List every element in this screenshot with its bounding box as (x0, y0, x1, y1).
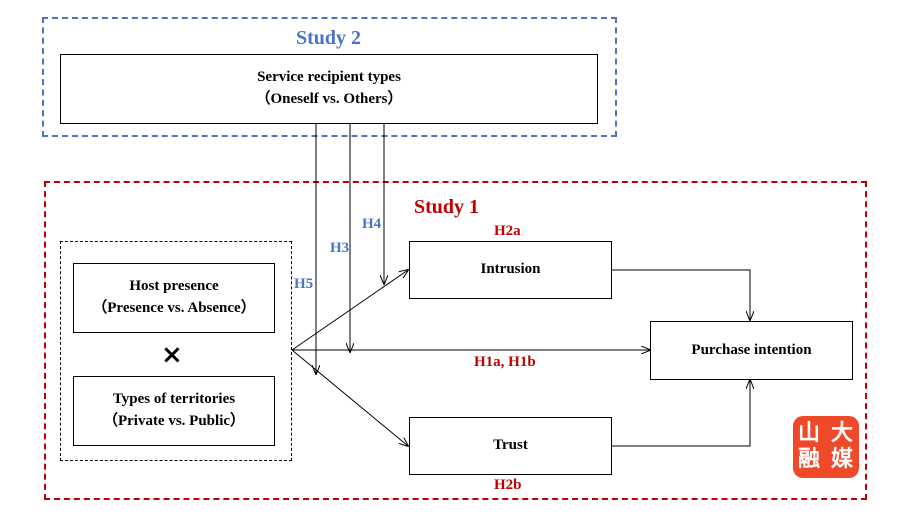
h2a-label: H2a (494, 223, 521, 239)
territories-levels: （Private vs. Public） (102, 413, 246, 429)
logo-char: 大 (830, 421, 854, 446)
h3-label: H3 (330, 240, 350, 256)
logo-char: 山 (797, 421, 821, 446)
arrow-trust-to-purchase (612, 380, 750, 447)
territories-box: Types of territories （Private vs. Public… (73, 376, 275, 446)
host-presence-box: Host presence （Presence vs. Absence） (73, 263, 275, 333)
logo-char: 媒 (830, 447, 854, 472)
h5-label: H5 (294, 276, 314, 292)
service-recipient-types-label: Service recipient types (257, 69, 401, 86)
host-presence-label: Host presence (129, 278, 219, 295)
trust-label: Trust (493, 437, 528, 454)
h2b-label: H2b (494, 477, 522, 493)
arrow-intrusion-to-purchase (612, 269, 750, 320)
intrusion-label: Intrusion (480, 261, 541, 278)
study2-frame (42, 17, 617, 137)
host-presence-levels: （Presence vs. Absence） (92, 300, 256, 316)
study1-title: Study 1 (414, 196, 480, 218)
h1-label: H1a, H1b (474, 354, 536, 370)
trust-box: Trust (409, 417, 612, 475)
interaction-symbol: × (161, 340, 183, 370)
watermark-logo: 山 大 融 媒 (793, 416, 859, 478)
territories-label: Types of territories (112, 391, 236, 408)
study2-title: Study 2 (296, 27, 362, 49)
independent-variables-group (60, 241, 292, 461)
h4-label: H4 (362, 216, 382, 232)
intrusion-box: Intrusion (409, 241, 612, 299)
purchase-intention-box: Purchase intention (650, 321, 853, 380)
arrow-to-trust (291, 349, 408, 446)
logo-char: 融 (797, 447, 821, 472)
purchase-intention-label: Purchase intention (691, 341, 812, 358)
service-recipient-types-levels: （Oneself vs. Others） (255, 91, 403, 107)
service-recipient-types-box: Service recipient types （Oneself vs. Oth… (60, 54, 598, 124)
study1-frame (44, 181, 867, 500)
